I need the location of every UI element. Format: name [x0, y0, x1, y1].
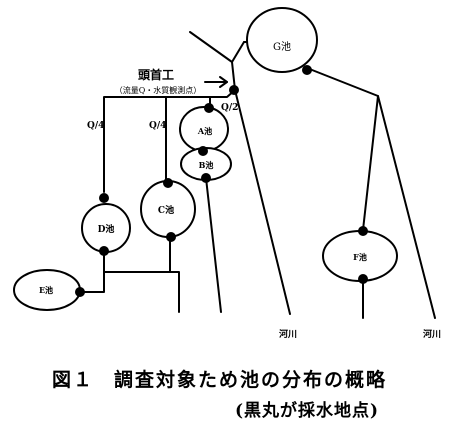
figure-title: 調査対象ため池の分布の概略	[114, 369, 388, 391]
river-main	[189, 31, 291, 315]
river-label-right: 河川	[423, 328, 441, 340]
pond-g-to-junction	[231, 41, 245, 63]
headworks-label: 頭首工	[138, 67, 174, 82]
headworks-note: （流量Q・水質観測点）	[115, 85, 202, 95]
flow-label-left: Q/4	[87, 121, 104, 131]
sampling-point	[358, 274, 368, 284]
pond-label-g: G池	[273, 40, 291, 53]
figure-caption: 図１ 調査対象ため池の分布の概略	[52, 365, 387, 392]
figure-number: 図１	[52, 369, 95, 391]
flow-label-middle: Q/4	[149, 121, 166, 131]
e-connector	[79, 271, 105, 293]
sampling-point	[204, 103, 214, 113]
river-label-left: 河川	[279, 328, 297, 340]
sampling-point	[302, 65, 312, 75]
pond-label-e: E池	[39, 285, 53, 295]
sampling-point	[229, 85, 239, 95]
branch-to-f	[362, 95, 379, 231]
sampling-point	[166, 232, 176, 242]
sampling-point	[163, 178, 173, 188]
pond-g	[246, 7, 318, 73]
pond-label-c: C池	[158, 204, 174, 216]
sampling-point	[75, 287, 85, 297]
sampling-point	[201, 173, 211, 183]
pond-label-f: F池	[353, 252, 367, 262]
flow-label-right: Q/2	[221, 103, 238, 113]
pond-distribution-diagram: 頭首工 （流量Q・水質観測点） Q/4 Q/4 Q/2 G池 A池 B池 C池 …	[13, 7, 441, 340]
pond-label-a: A池	[197, 126, 212, 136]
sampling-point	[198, 146, 208, 156]
pond-label-b: B池	[199, 160, 214, 170]
sampling-point	[99, 193, 109, 203]
sampling-point	[358, 226, 368, 236]
pond-label-d: D池	[98, 223, 115, 235]
d-outflow	[103, 249, 180, 313]
figure-subtitle: (黒丸が採水地点)	[235, 401, 380, 421]
sampling-point	[99, 246, 109, 256]
b-outflow	[205, 177, 222, 313]
